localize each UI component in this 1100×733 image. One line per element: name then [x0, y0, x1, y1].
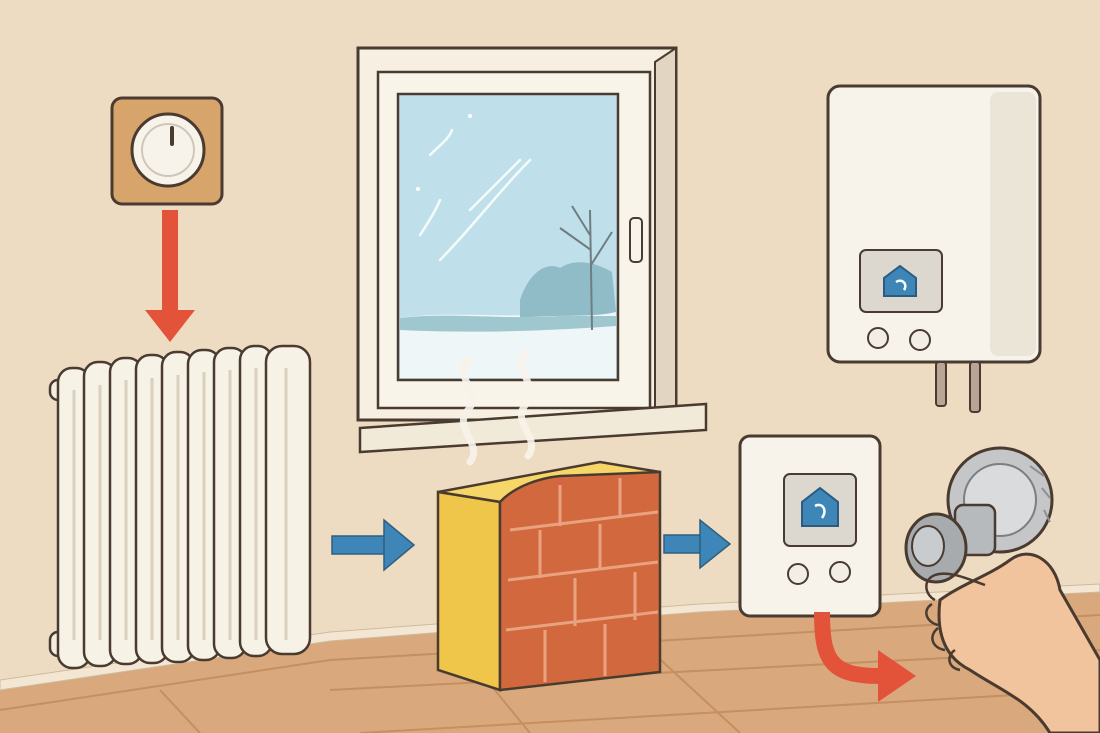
- wall-boiler-icon: [826, 84, 1042, 413]
- smart-thermostat-icon: [738, 434, 882, 618]
- window-icon: [356, 46, 708, 454]
- arrow-thermostat-to-valve: [814, 611, 916, 702]
- arrow-dial-to-radiator: [145, 210, 195, 342]
- radiator-icon: [48, 344, 312, 670]
- arrow-wall-to-thermostat: [663, 518, 732, 570]
- heat-wave-icon: [459, 348, 536, 466]
- thermostatic-radiator-valve-icon: [904, 446, 1054, 584]
- insulated-brick-wall-icon: [436, 460, 662, 692]
- arrow-radiator-to-wall: [331, 518, 416, 572]
- hand-icon: [925, 552, 1100, 733]
- wall-thermostat-dial-icon: [110, 96, 224, 206]
